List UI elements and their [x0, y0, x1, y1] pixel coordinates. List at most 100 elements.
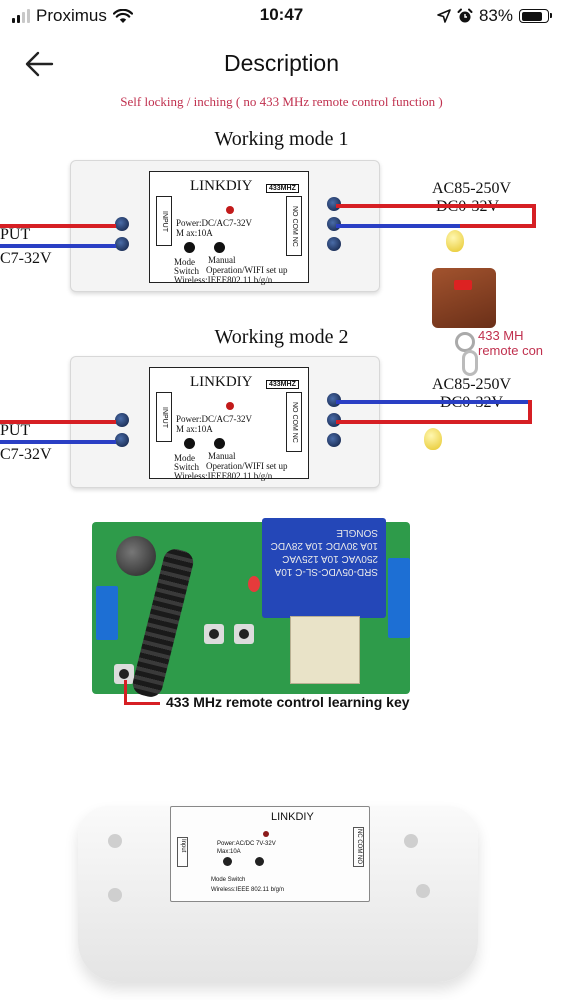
bulb-icon — [446, 230, 464, 252]
signal-strength-icon — [12, 9, 30, 23]
wifi-chip — [290, 616, 360, 684]
wireless-label: Wireless:IEEE802.11 b/g/n — [174, 471, 273, 481]
photo-output-label: NC COM NO — [353, 827, 364, 867]
input-label: INPUT — [156, 392, 172, 442]
input-terminal-block — [96, 586, 118, 640]
status-left: Proximus — [12, 6, 133, 26]
nav-bar: Description — [0, 38, 563, 90]
input-voltage-left: C7-32V — [0, 446, 52, 463]
back-arrow-icon — [25, 51, 54, 77]
device-face: INPUT LINKDIY 433MHZ Power:DC/AC7-32V M … — [149, 171, 309, 285]
mount-hole — [404, 834, 418, 848]
manual-label: Manual — [208, 255, 236, 265]
terminal — [115, 217, 129, 231]
location-arrow-icon — [437, 9, 451, 23]
photo-wireless-label: Wireless:IEEE 802.11 b/g/n — [211, 887, 284, 893]
manual-button-icon — [214, 242, 225, 253]
terminal — [115, 433, 129, 447]
mode-switch-label: Mode Switch — [174, 453, 200, 472]
photo-brand: LINKDIY — [271, 811, 314, 823]
photo-button-icon — [223, 857, 232, 866]
output-label: NO COM NC — [286, 392, 302, 452]
capacitor — [116, 536, 156, 576]
power-spec: Power:DC/AC7-32V M ax:10A — [176, 218, 252, 238]
output-wire-red-return — [460, 224, 536, 228]
description-content[interactable]: Self locking / inching ( no 433 MHz remo… — [0, 88, 563, 1000]
mount-hole — [416, 884, 430, 898]
relay-module: SRD-05VDC-SL-C 10A 250VAC 10A 125VAC 10A… — [262, 518, 386, 618]
mode-switch-button-icon — [184, 242, 195, 253]
output-wire-red-vertical — [532, 204, 536, 228]
page-title: Description — [223, 50, 340, 76]
ac-voltage-label: AC85-250V — [432, 376, 512, 393]
output-wire-red — [336, 420, 532, 424]
max-current-text: M ax:10A — [176, 228, 213, 238]
mode1-diagram: INPUT LINKDIY 433MHZ Power:DC/AC7-32V M … — [0, 160, 563, 300]
status-right: 83% — [437, 6, 552, 26]
photo-max-text: Max:10A — [217, 849, 241, 855]
terminal — [327, 433, 341, 447]
ac-voltage-label: AC85-250V — [432, 180, 512, 197]
operation-label: Operation/WIFI set up — [206, 265, 288, 275]
input-voltage-left: C7-32V — [0, 250, 52, 267]
max-current-text: M ax:10A — [176, 424, 213, 434]
output-label: NO COM NC — [286, 196, 302, 256]
input-wire-red — [0, 420, 116, 424]
status-led — [226, 402, 234, 410]
photo-power-text: Power:AC/DC 7V-32V — [217, 841, 276, 847]
output-wire-red-vertical — [528, 400, 532, 424]
frequency-tag: 433MHZ — [266, 380, 299, 389]
input-wire-blue — [0, 244, 116, 248]
wireless-label: Wireless:IEEE802.11 b/g/n — [174, 275, 273, 285]
output-wire-red — [336, 204, 536, 208]
input-wire-blue — [0, 440, 116, 444]
caption: Self locking / inching ( no 433 MHz remo… — [120, 94, 443, 109]
device-face: INPUT LINKDIY 433MHZ Power:DC/AC7-32V M … — [149, 367, 309, 481]
power-spec: Power:DC/AC7-32V M ax:10A — [176, 414, 252, 434]
battery-percent: 83% — [478, 6, 513, 25]
learning-key-label: 433 MHz remote control learning key — [166, 694, 410, 710]
carrier-name: Proximus — [36, 6, 107, 25]
terminal — [115, 237, 129, 251]
terminal — [327, 237, 341, 251]
push-button-icon — [204, 624, 224, 644]
output-wire-blue — [336, 400, 532, 404]
remote-label-line2: remote con — [478, 343, 544, 358]
frequency-tag: 433MHZ — [266, 184, 299, 193]
power-text: Power:DC/AC7-32V — [176, 414, 252, 424]
input-label-left: PUT — [0, 226, 31, 243]
operation-label: Operation/WIFI set up — [206, 461, 288, 471]
mode2-diagram: INPUT LINKDIY 433MHZ Power:DC/AC7-32V M … — [0, 356, 563, 496]
remote-label: 433 MH remote con — [478, 328, 543, 358]
output-wire-blue — [336, 224, 460, 228]
input-label: INPUT — [156, 196, 172, 246]
status-bar: Proximus 10:47 83% — [0, 0, 563, 34]
mount-hole — [108, 888, 122, 902]
battery-icon — [519, 9, 552, 23]
input-label-left: PUT — [0, 422, 31, 439]
remote-label-line1: 433 MH — [478, 328, 524, 343]
product-photo-face: Input LINKDIY Power:AC/DC 7V-32V Max:10A… — [170, 806, 370, 902]
device-body: INPUT LINKDIY 433MHZ Power:DC/AC7-32V M … — [70, 160, 380, 292]
device-body: INPUT LINKDIY 433MHZ Power:DC/AC7-32V M … — [70, 356, 380, 488]
back-button[interactable] — [22, 48, 58, 80]
manual-label: Manual — [208, 451, 236, 461]
terminal — [115, 413, 129, 427]
remote-clip-icon — [462, 350, 478, 376]
manual-button-icon — [214, 438, 225, 449]
photo-button-icon — [255, 857, 264, 866]
battery-fill — [521, 11, 543, 21]
status-time: 10:47 — [259, 5, 304, 24]
bulb-icon — [424, 428, 442, 450]
photo-mode-switch-label: Mode Switch — [211, 877, 246, 883]
power-text: Power:DC/AC7-32V — [176, 218, 252, 228]
mode1-title: Working mode 1 — [214, 128, 349, 150]
status-led — [226, 206, 234, 214]
mode2-title: Working mode 2 — [214, 326, 349, 348]
mode-switch-label: Mode Switch — [174, 257, 200, 276]
learning-key-button-icon — [114, 664, 134, 684]
brand-label: LINKDIY — [190, 178, 253, 194]
photo-led — [263, 831, 269, 837]
input-wire-red — [0, 224, 116, 228]
pointer-line — [124, 680, 127, 704]
